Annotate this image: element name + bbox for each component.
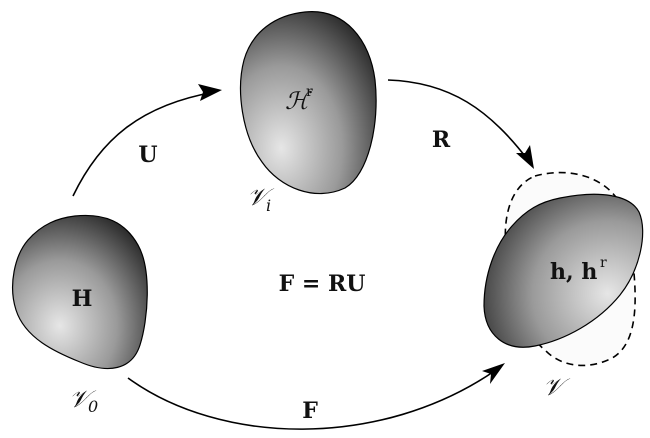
arrow-rotation bbox=[388, 80, 534, 169]
reference-domain-label: 𝒱 0 bbox=[69, 385, 98, 416]
current-domain-label: 𝒱 bbox=[543, 373, 571, 401]
rotation-label: R bbox=[432, 127, 451, 153]
current-label-main: h, h bbox=[550, 259, 597, 285]
deformation-label: F bbox=[302, 398, 318, 424]
arrow-stretch bbox=[73, 84, 222, 196]
current-label-sup: r bbox=[600, 255, 607, 271]
decomposition-equation: F = RU bbox=[279, 271, 366, 297]
reference-label: H bbox=[72, 286, 93, 312]
reference-domain-sub: 0 bbox=[88, 397, 98, 416]
intermediate-domain-sub: i bbox=[266, 196, 271, 215]
intermediate-label-sup: r bbox=[306, 84, 313, 100]
intermediate-domain-label: 𝒱 i bbox=[247, 183, 275, 215]
stretch-label: U bbox=[138, 142, 157, 168]
